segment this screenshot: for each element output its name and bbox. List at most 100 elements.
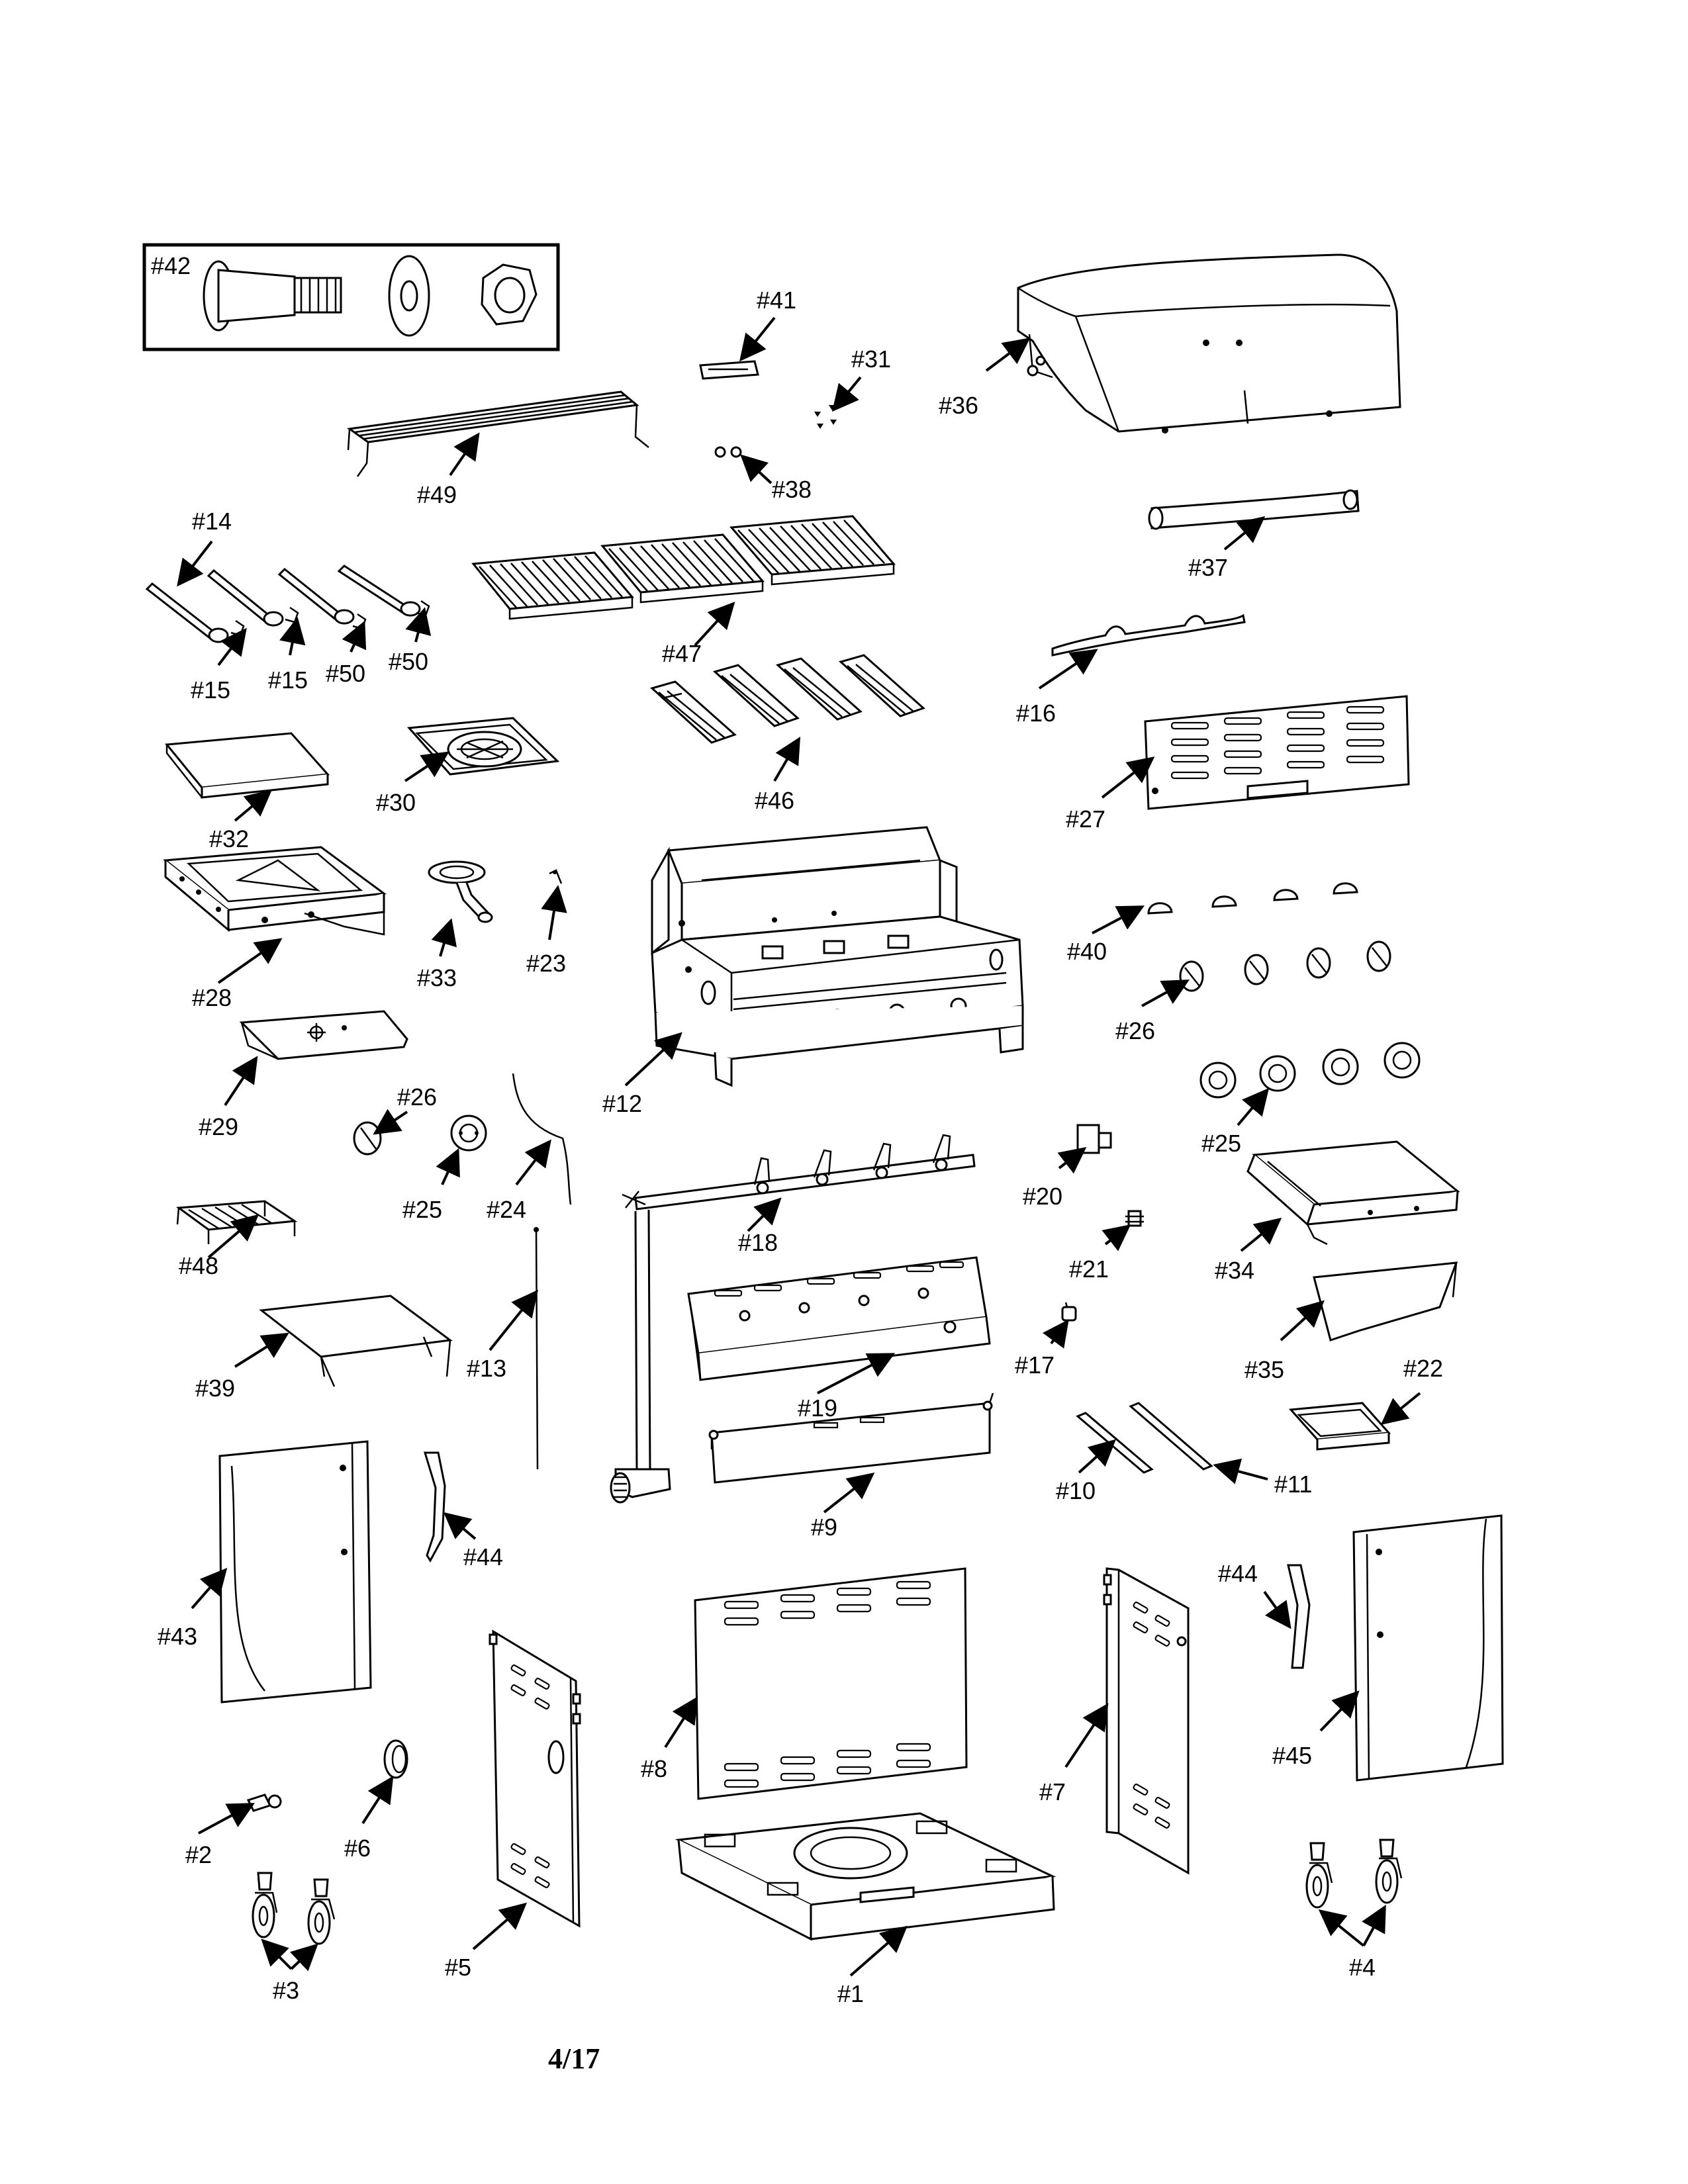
label-46: #46: [755, 787, 794, 814]
part-11-rail: #11: [1129, 1402, 1312, 1498]
part-45-right-door: #45: [1272, 1514, 1504, 1782]
part-25-control-bezels: #25: [1199, 1042, 1421, 1157]
label-38: #38: [772, 476, 812, 503]
label-40: #40: [1067, 938, 1107, 965]
label-19: #19: [798, 1394, 837, 1422]
label-25b: #25: [1201, 1130, 1241, 1157]
label-7: #7: [1039, 1778, 1066, 1805]
part-24-ignitor-wire: #24: [487, 1073, 572, 1223]
part-33-side-burner: #33: [417, 860, 493, 991]
part-41-bracket: #41: [699, 287, 796, 380]
label-1: #1: [837, 1980, 864, 2007]
label-41: #41: [757, 287, 796, 314]
part-48-side-rack: #48: [175, 1200, 298, 1279]
part-10-rail: #10: [1056, 1412, 1154, 1504]
label-49: #49: [417, 481, 457, 508]
label-33: #33: [417, 964, 457, 991]
part-1-bottom-base: #1: [675, 1812, 1056, 2007]
part-7-right-side-panel: #7: [1039, 1567, 1190, 1875]
part-38-screws: #38: [714, 446, 812, 503]
part-2-bolt: #2: [185, 1794, 282, 1868]
label-5: #5: [445, 1954, 471, 1981]
label-26b: #26: [397, 1083, 437, 1111]
part-23-electrode: #23: [526, 869, 567, 977]
part-32-side-shelf: #32: [165, 732, 330, 852]
part-14-burners: #14: [145, 508, 421, 643]
label-44b: #44: [1218, 1560, 1258, 1587]
label-30: #30: [376, 789, 416, 816]
label-37: #37: [1188, 554, 1228, 581]
label-42: #42: [151, 252, 191, 279]
part-4-casters: #4: [1305, 1839, 1403, 1981]
label-10: #10: [1056, 1477, 1096, 1504]
label-35: #35: [1244, 1356, 1284, 1383]
label-31: #31: [851, 345, 891, 373]
label-8: #8: [641, 1755, 667, 1782]
part-35-shelf-panel: #35: [1244, 1261, 1458, 1383]
part-34-side-shelf: #34: [1215, 1140, 1460, 1284]
part-22-drip-tray: #22: [1288, 1355, 1443, 1451]
part-6-ring: #6: [344, 1739, 408, 1862]
part-31-screws: #31: [814, 345, 891, 429]
label-20: #20: [1023, 1183, 1062, 1210]
part-46-flame-tamers: #46: [650, 654, 925, 814]
label-26a: #26: [1115, 1017, 1155, 1044]
part-49-warming-rack: #49: [347, 390, 649, 508]
label-25a: #25: [402, 1196, 442, 1223]
part-17-ignitor: #17: [1015, 1302, 1077, 1379]
label-13: #13: [467, 1355, 506, 1382]
part-40-knob-bezels: #40: [1067, 882, 1358, 965]
part-9-front-bracket: #9: [708, 1392, 994, 1541]
part-19-control-panel: #19: [687, 1256, 991, 1422]
label-27: #27: [1066, 805, 1105, 833]
label-9: #9: [811, 1514, 837, 1541]
label-45: #45: [1272, 1742, 1312, 1769]
label-43: #43: [158, 1623, 197, 1650]
part-3-casters: #3: [252, 1872, 336, 2004]
label-15b: #15: [268, 666, 308, 694]
label-50a: #50: [326, 660, 365, 687]
label-34: #34: [1215, 1257, 1254, 1284]
part-18-valve-manifold: #18: [610, 1134, 976, 1504]
label-6: #6: [344, 1835, 371, 1862]
part-43-left-door: #43: [158, 1440, 372, 1704]
part-28-side-burner-housing: #28: [163, 846, 387, 1011]
part-50-electrodes: #50 #50: [326, 600, 432, 687]
label-16: #16: [1016, 700, 1056, 727]
part-44-door-handle-left: #44: [423, 1451, 503, 1570]
label-14: #14: [192, 508, 232, 535]
label-23: #23: [526, 950, 566, 977]
part-13-ignitor-wire: #13: [467, 1227, 539, 1470]
page-number: 4/17: [548, 2042, 600, 2075]
label-11: #11: [1274, 1471, 1312, 1498]
label-21: #21: [1069, 1255, 1109, 1283]
label-18: #18: [738, 1229, 778, 1256]
part-47-cooking-grates: #47: [471, 515, 896, 667]
part-15-electrodes: #15 #15: [191, 606, 308, 704]
part-5-left-side-panel: #5: [445, 1629, 581, 1981]
label-15a: #15: [191, 676, 230, 704]
part-44-door-handle-right: #44: [1218, 1560, 1311, 1669]
part-8-back-panel: #8: [641, 1567, 968, 1800]
part-30-side-burner-pan: #30: [376, 717, 560, 816]
label-24: #24: [487, 1196, 526, 1223]
label-17: #17: [1015, 1351, 1055, 1379]
label-32: #32: [209, 825, 249, 852]
part-37-lid-handle: #37: [1148, 489, 1360, 581]
part-21-ignitor-button: #21: [1069, 1210, 1144, 1283]
label-48: #48: [179, 1252, 218, 1279]
part-27-heat-shield: #27: [1066, 695, 1410, 833]
part-42-bolt-kit: #42: [142, 243, 560, 351]
label-12: #12: [602, 1090, 642, 1117]
label-22: #22: [1403, 1355, 1443, 1382]
label-4: #4: [1349, 1954, 1376, 1981]
label-2: #2: [185, 1841, 212, 1868]
label-28: #28: [192, 984, 232, 1011]
label-50b: #50: [389, 648, 428, 675]
part-26-side-knob: #26: [353, 1083, 437, 1156]
label-39: #39: [195, 1375, 235, 1402]
label-44a: #44: [463, 1543, 503, 1570]
label-29: #29: [199, 1113, 238, 1140]
part-29-side-burner-lid: #29: [199, 1010, 408, 1140]
